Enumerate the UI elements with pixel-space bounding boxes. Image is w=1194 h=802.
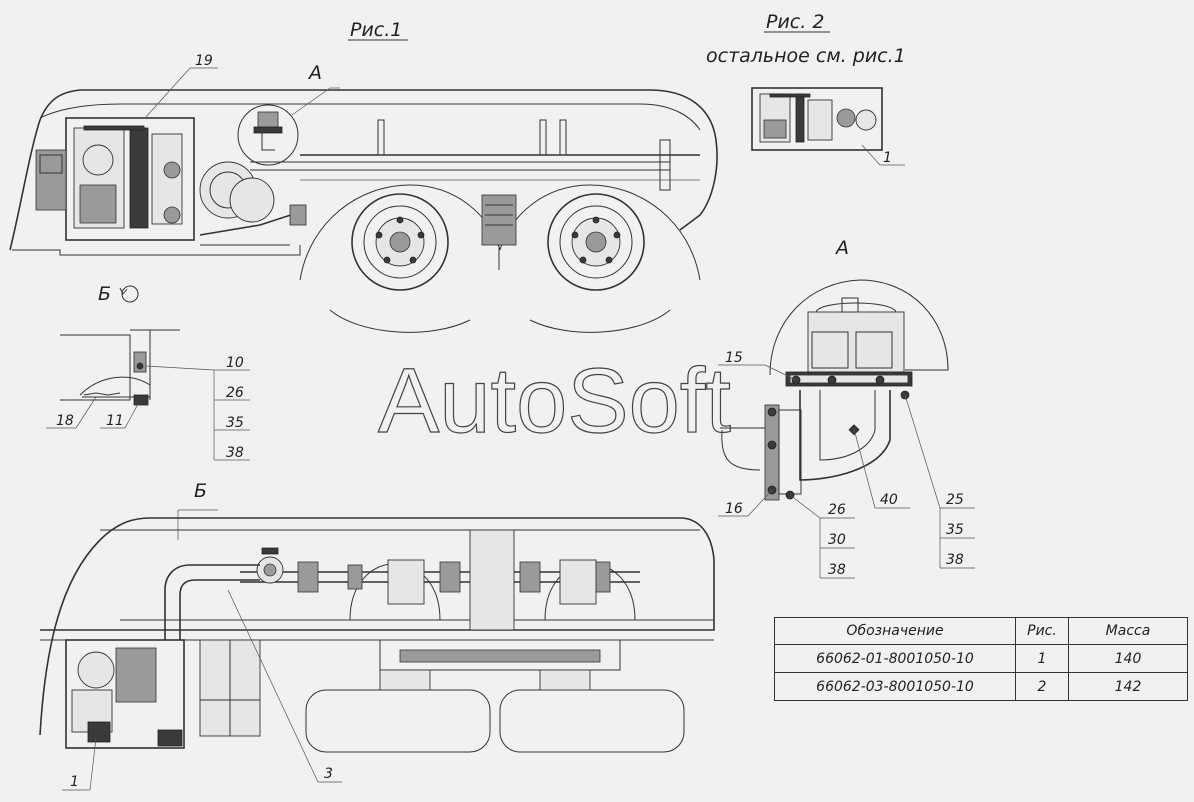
callout-38-b: 38 bbox=[226, 445, 244, 461]
view-a-detail: А 15 16 26 30 bbox=[718, 237, 975, 579]
callout-3: 3 bbox=[324, 766, 333, 782]
fig1-title: Рис.1 bbox=[350, 19, 402, 41]
view-b-title: Б bbox=[98, 283, 111, 305]
callout-11: 11 bbox=[106, 413, 124, 429]
callout-18: 18 bbox=[56, 413, 74, 429]
col-mass-header: Масса bbox=[1068, 617, 1188, 645]
mass-cell: 140 bbox=[1068, 644, 1188, 673]
callout-25: 25 bbox=[946, 492, 964, 508]
designation-cell: 66062-03-8001050-10 bbox=[774, 672, 1016, 701]
callout-19: 19 bbox=[195, 53, 213, 69]
designation-cell: 66062-01-8001050-10 bbox=[774, 644, 1016, 673]
view-a-marker: А bbox=[307, 62, 322, 84]
fig2-note: остальное см. рис.1 bbox=[706, 45, 906, 67]
callout-40: 40 bbox=[880, 492, 898, 508]
view-b-detail: Б 10 26 35 38 18 11 bbox=[46, 283, 250, 461]
watermark: AutoSoft bbox=[378, 350, 731, 452]
fig-cell: 1 bbox=[1015, 644, 1069, 673]
table-header-row: Обозначение Рис. Масса bbox=[774, 617, 1188, 645]
callout-38-a: 38 bbox=[946, 552, 964, 568]
mass-cell: 142 bbox=[1068, 672, 1188, 701]
view-a-detail-title: А bbox=[834, 237, 849, 259]
callout-35-a: 35 bbox=[946, 522, 964, 538]
callout-26-b: 26 bbox=[226, 385, 244, 401]
table-row: 66062-03-8001050-10 2 142 bbox=[774, 672, 1188, 701]
callout-35-b: 35 bbox=[226, 415, 244, 431]
fig2-view: Рис. 2 остальное см. рис.1 1 bbox=[706, 11, 906, 166]
fig1-side-view: Рис.1 bbox=[9, 19, 718, 333]
callout-16: 16 bbox=[725, 501, 743, 517]
plan-view: Б bbox=[39, 480, 715, 791]
rotation-icon bbox=[119, 285, 139, 303]
fig-cell: 2 bbox=[1015, 672, 1069, 701]
callout-1-fig2: 1 bbox=[883, 150, 892, 166]
wheel-front bbox=[351, 193, 449, 291]
callout-38-a2: 38 bbox=[828, 562, 846, 578]
callout-15: 15 bbox=[725, 350, 743, 366]
callout-30: 30 bbox=[828, 532, 846, 548]
table-row: 66062-01-8001050-10 1 140 bbox=[774, 644, 1188, 673]
col-fig-header: Рис. bbox=[1015, 617, 1069, 645]
fig2-title: Рис. 2 bbox=[766, 11, 824, 33]
callout-10: 10 bbox=[226, 355, 244, 371]
col-designation-header: Обозначение bbox=[774, 617, 1016, 645]
view-b-marker: Б bbox=[194, 480, 207, 502]
callout-1-plan: 1 bbox=[70, 774, 79, 790]
heater-unit bbox=[35, 117, 195, 241]
wheel-rear bbox=[547, 193, 645, 291]
callout-26-a: 26 bbox=[828, 502, 846, 518]
specification-table: Обозначение Рис. Масса 66062-01-8001050-… bbox=[774, 617, 1188, 701]
